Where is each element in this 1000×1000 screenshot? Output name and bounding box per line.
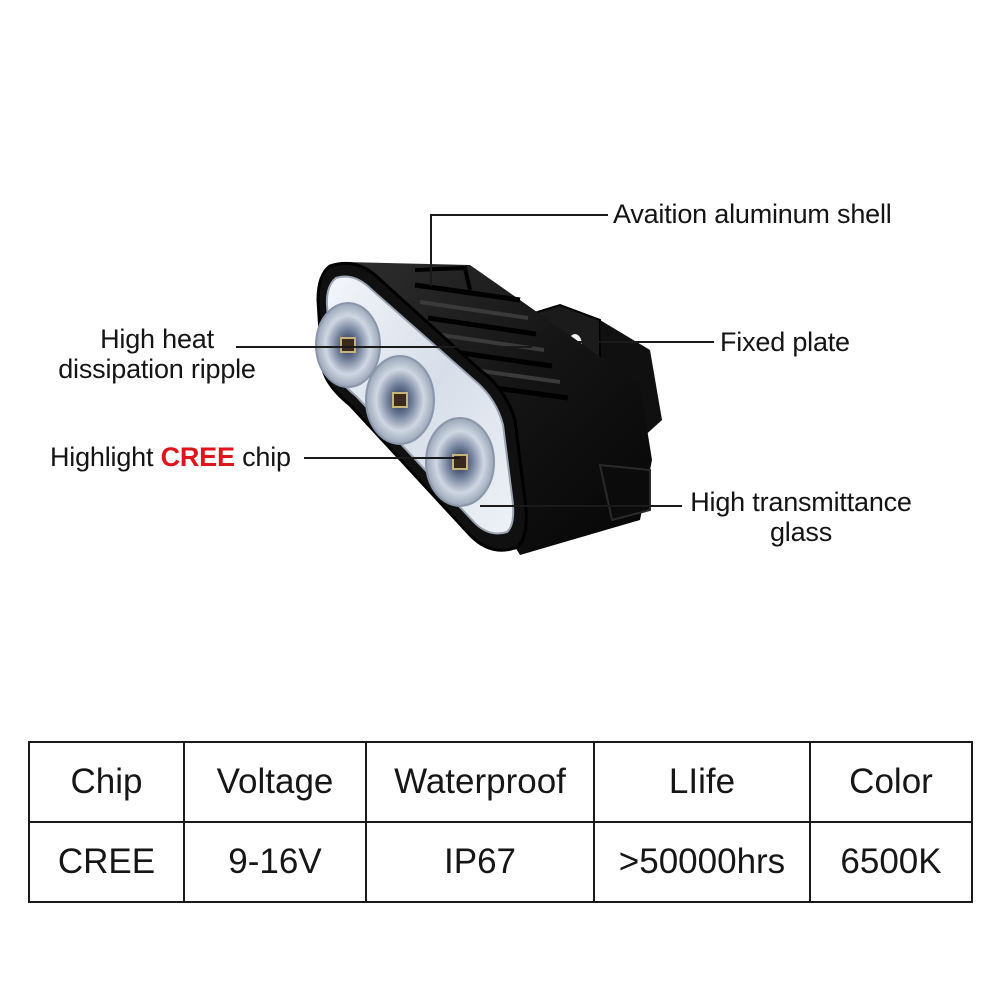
plate-label: Fixed plate [720,327,850,357]
spec-value-color: 6500K [809,821,973,903]
glass-label-line1: High transmittance [690,487,912,517]
ripple-label-line2: dissipation ripple [58,354,256,384]
spec-header-color: Color [809,741,973,823]
spec-header-waterproof: Waterproof [365,741,595,823]
spec-value-row: CREE 9-16V IP67 >50000hrs 6500K [28,821,973,903]
spec-header-row: Chip Voltage Waterproof LIife Color [28,741,973,823]
chip-label-suffix: chip [234,442,291,472]
spec-value-waterproof: IP67 [365,821,595,903]
shell-leader-horizontal [430,214,608,216]
plate-leader [576,341,714,343]
glass-label-line2: glass [769,517,833,547]
plate-label-text: Fixed plate [720,327,850,357]
led-light-illustration [315,262,662,555]
spec-header-chip: Chip [28,741,185,823]
chip-label-prefix: Highlight [50,442,161,472]
spec-header-voltage: Voltage [183,741,367,823]
chip-leader [304,457,460,459]
shell-leader-vertical [430,214,432,286]
shell-label: Avaition aluminum shell [613,199,892,229]
glass-leader [480,505,682,507]
led-reflectors [315,302,495,507]
chip-label: Highlight CREE chip [50,442,291,472]
spec-value-chip: CREE [28,821,185,903]
ripple-leader [236,346,532,348]
spec-header-life: LIife [593,741,811,823]
chip-label-accent: CREE [160,442,235,472]
shell-label-text: Avaition aluminum shell [613,199,892,229]
spec-value-voltage: 9-16V [183,821,367,903]
spec-table: Chip Voltage Waterproof LIife Color CREE… [28,741,973,903]
glass-label: High transmittance glass [686,487,916,547]
spec-value-life: >50000hrs [593,821,811,903]
ripple-label: High heat dissipation ripple [52,324,262,384]
ripple-label-line1: High heat [100,324,214,354]
